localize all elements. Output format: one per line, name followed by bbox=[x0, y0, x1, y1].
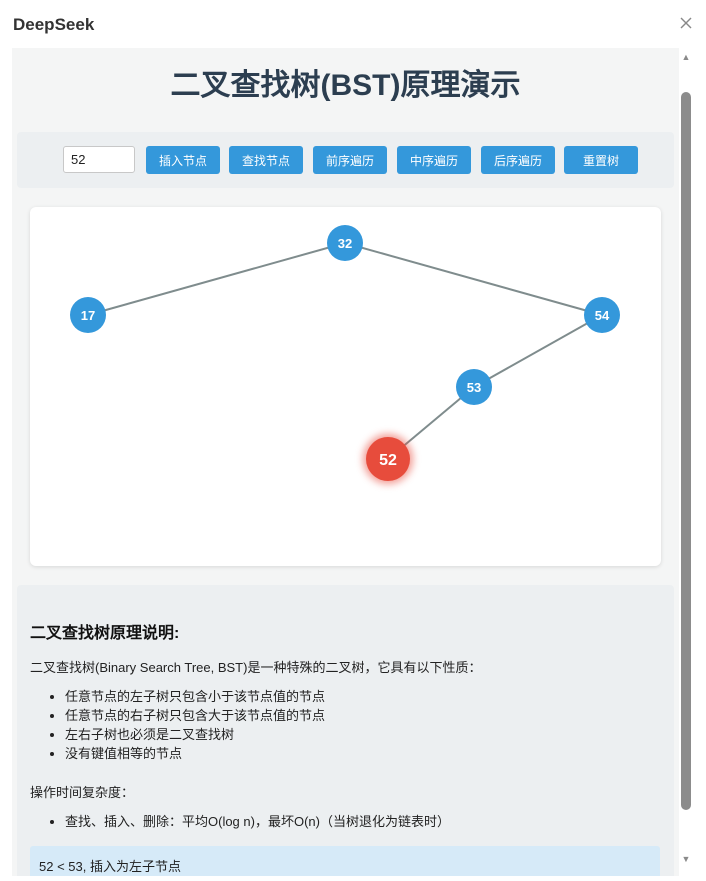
info-title: 二叉查找树原理说明: bbox=[30, 625, 180, 642]
node-label: 53 bbox=[467, 380, 481, 395]
list-item: 左右子树也必须是二叉查找树 bbox=[65, 725, 325, 744]
info-intro: 二叉查找树(Binary Search Tree, BST)是一种特殊的二叉树，… bbox=[30, 660, 482, 675]
property-list: 任意节点的左子树只包含小于该节点值的节点 任意节点的右子树只包含大于该节点值的节… bbox=[30, 687, 325, 763]
tree-edge bbox=[473, 314, 603, 388]
scroll-up-arrow-icon[interactable]: ▲ bbox=[681, 52, 691, 62]
node-label: 54 bbox=[595, 308, 610, 323]
content-viewport: 二叉查找树(BST)原理演示 插入节点 查找节点 前序遍历 中序遍历 后序遍历 … bbox=[12, 48, 679, 876]
tree-edge bbox=[87, 242, 346, 316]
reset-tree-button[interactable]: 重置树 bbox=[564, 146, 638, 174]
close-icon[interactable] bbox=[678, 15, 694, 31]
inorder-button[interactable]: 中序遍历 bbox=[397, 146, 471, 174]
node-label: 52 bbox=[379, 452, 397, 469]
node-label: 17 bbox=[81, 308, 95, 323]
page-title: 二叉查找树(BST)原理演示 bbox=[170, 69, 521, 102]
postorder-button[interactable]: 后序遍历 bbox=[481, 146, 555, 174]
tree-edge bbox=[344, 242, 603, 316]
node-value-input[interactable] bbox=[63, 146, 135, 173]
scroll-down-arrow-icon[interactable]: ▼ bbox=[681, 854, 691, 864]
control-panel: 插入节点 查找节点 前序遍历 中序遍历 后序遍历 重置树 bbox=[17, 132, 674, 188]
list-item: 查找、插入、删除：平均O(log n)，最坏O(n)（当树退化为链表时） bbox=[65, 812, 450, 831]
complexity-list: 查找、插入、删除：平均O(log n)，最坏O(n)（当树退化为链表时） bbox=[30, 812, 450, 831]
tree-canvas: 32 17 54 53 52 bbox=[30, 207, 661, 566]
tree-node[interactable]: 17 bbox=[70, 297, 106, 333]
status-message: 52 < 53, 插入为左子节点 bbox=[39, 859, 181, 874]
tree-svg: 32 17 54 53 52 bbox=[70, 225, 620, 484]
scrollbar-thumb[interactable] bbox=[681, 92, 691, 810]
tree-node[interactable]: 53 bbox=[456, 369, 492, 405]
title-bar: DeepSeek bbox=[0, 0, 706, 48]
info-panel: 二叉查找树原理说明: 二叉查找树(Binary Search Tree, BST… bbox=[17, 585, 674, 876]
status-message-box: 52 < 53, 插入为左子节点 bbox=[30, 846, 660, 876]
app-title: DeepSeek bbox=[13, 15, 95, 34]
tree-node[interactable]: 54 bbox=[584, 297, 620, 333]
list-item: 任意节点的左子树只包含小于该节点值的节点 bbox=[65, 687, 325, 706]
complexity-label: 操作时间复杂度： bbox=[30, 785, 135, 800]
preorder-button[interactable]: 前序遍历 bbox=[313, 146, 387, 174]
vertical-scrollbar[interactable]: ▲ ▼ bbox=[680, 48, 692, 876]
list-item: 任意节点的右子树只包含大于该节点值的节点 bbox=[65, 706, 325, 725]
node-label: 32 bbox=[338, 236, 352, 251]
tree-node[interactable]: 32 bbox=[327, 225, 363, 261]
insert-node-button[interactable]: 插入节点 bbox=[146, 146, 220, 174]
highlighted-tree-node[interactable]: 52 bbox=[363, 434, 413, 484]
search-node-button[interactable]: 查找节点 bbox=[229, 146, 303, 174]
list-item: 没有键值相等的节点 bbox=[65, 744, 325, 763]
